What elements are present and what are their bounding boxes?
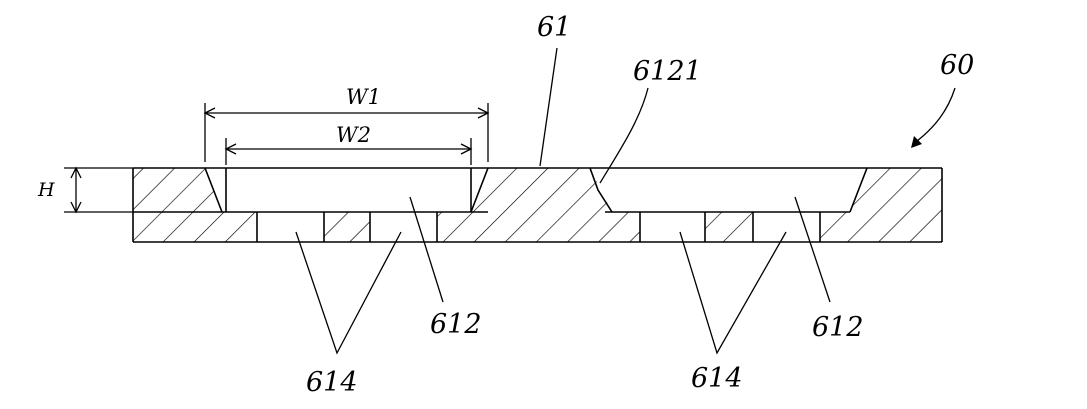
leader-614-left: 614 xyxy=(296,232,401,398)
hatch-left-mid-block xyxy=(324,212,370,242)
leader-60: 60 xyxy=(911,50,974,148)
label-612-left: 612 xyxy=(430,309,482,340)
dimension-w2: W2 xyxy=(226,123,471,165)
left-groove xyxy=(205,168,488,212)
label-w1: W1 xyxy=(346,85,381,109)
hatch-right-end xyxy=(820,168,942,242)
dimension-h: H xyxy=(37,168,133,212)
hatch-left-end xyxy=(133,168,222,212)
label-6121: 6121 xyxy=(633,56,702,87)
label-61: 61 xyxy=(537,12,571,43)
label-60: 60 xyxy=(940,50,974,81)
label-614-left: 614 xyxy=(306,367,358,398)
right-groove xyxy=(590,168,867,212)
label-h: H xyxy=(37,179,55,201)
leader-6121: 6121 xyxy=(600,56,702,183)
label-614-right: 614 xyxy=(691,363,743,394)
hatch-right-mid-block xyxy=(705,212,753,242)
label-w2: W2 xyxy=(336,123,371,147)
leader-61: 61 xyxy=(537,12,571,166)
label-612-right: 612 xyxy=(812,312,864,343)
hatch-middle xyxy=(437,168,640,242)
leader-614-right: 614 xyxy=(680,232,786,394)
hatch-bottom-left xyxy=(133,212,257,242)
